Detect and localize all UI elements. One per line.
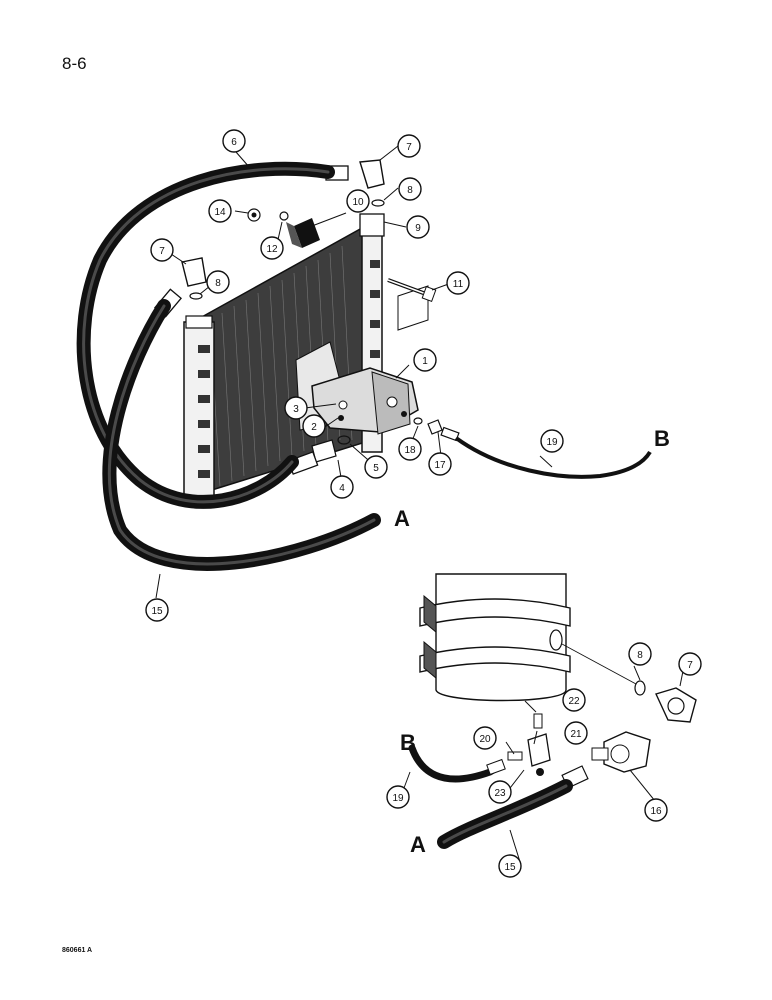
callout-18: 18 <box>398 437 422 461</box>
oil-cooler-core <box>199 226 373 491</box>
end-label-b-upper: B <box>654 426 670 451</box>
callout-2: 2 <box>302 414 326 438</box>
svg-text:10: 10 <box>352 197 364 208</box>
svg-text:8: 8 <box>215 278 221 289</box>
lower-fittings <box>507 680 697 789</box>
svg-text:8: 8 <box>407 185 413 196</box>
svg-text:7: 7 <box>687 660 693 671</box>
svg-text:8: 8 <box>637 650 643 661</box>
svg-text:2: 2 <box>311 422 317 433</box>
callout-8-upper-left: 8 <box>206 270 230 294</box>
figure-code: 860661 A <box>62 947 93 954</box>
svg-text:9: 9 <box>415 223 421 234</box>
callout-15-upper: 15 <box>145 598 169 622</box>
callout-23: 23 <box>488 780 512 804</box>
svg-text:5: 5 <box>373 463 379 474</box>
svg-text:11: 11 <box>453 279 464 290</box>
callout-7-upper-right: 7 <box>397 134 421 158</box>
svg-text:7: 7 <box>159 246 165 257</box>
callout-10: 10 <box>346 189 370 213</box>
callout-9: 9 <box>406 215 430 239</box>
end-label-a-upper: A <box>394 506 410 531</box>
callout-16: 16 <box>644 798 668 822</box>
callout-19-upper: 19 <box>540 429 564 453</box>
hydraulic-tank <box>419 573 637 702</box>
callout-19-lower: 19 <box>386 785 410 809</box>
callout-8-lower: 8 <box>628 642 652 666</box>
callout-17: 17 <box>428 452 452 476</box>
svg-text:15: 15 <box>151 606 163 617</box>
svg-text:17: 17 <box>434 460 446 471</box>
page-number: 8-6 <box>62 54 87 73</box>
hose-lower <box>102 299 381 571</box>
svg-text:19: 19 <box>546 437 558 448</box>
callout-21: 21 <box>564 721 588 745</box>
callout-22: 22 <box>562 688 586 712</box>
hose-lower-inset <box>408 744 573 849</box>
svg-text:4: 4 <box>339 483 345 494</box>
callout-5: 5 <box>364 455 388 479</box>
end-label-a-lower: A <box>410 832 426 857</box>
svg-text:22: 22 <box>568 696 580 707</box>
callout-6: 6 <box>222 129 246 153</box>
callout-7-lower: 7 <box>678 652 702 676</box>
callout-8-upper-right: 8 <box>398 177 422 201</box>
small-fittings <box>189 199 460 463</box>
callout-20: 20 <box>473 726 497 750</box>
callout-7-upper-left: 7 <box>150 238 174 262</box>
callout-3: 3 <box>284 396 308 420</box>
svg-text:1: 1 <box>422 356 428 367</box>
pump-motor <box>311 367 419 435</box>
svg-text:6: 6 <box>231 137 237 148</box>
svg-text:23: 23 <box>494 788 506 799</box>
callout-14: 14 <box>208 199 232 223</box>
fan-guard-block <box>286 218 320 248</box>
svg-text:15: 15 <box>504 862 516 873</box>
callout-11: 11 <box>446 271 470 295</box>
svg-text:18: 18 <box>404 445 416 456</box>
hose-small-upper <box>454 436 652 479</box>
callout-15-lower: 15 <box>498 854 522 878</box>
svg-text:12: 12 <box>266 244 278 255</box>
end-label-b-lower: B <box>400 730 416 755</box>
svg-text:3: 3 <box>293 404 299 415</box>
left-tank <box>183 315 215 497</box>
svg-text:20: 20 <box>479 734 491 745</box>
callout-4: 4 <box>330 475 354 499</box>
callout-1: 1 <box>413 348 437 372</box>
svg-text:16: 16 <box>650 806 662 817</box>
svg-text:14: 14 <box>214 207 226 218</box>
svg-text:21: 21 <box>570 729 582 740</box>
svg-text:7: 7 <box>406 142 412 153</box>
callout-12: 12 <box>260 236 284 260</box>
svg-text:19: 19 <box>392 793 404 804</box>
hose-upper <box>76 161 335 509</box>
